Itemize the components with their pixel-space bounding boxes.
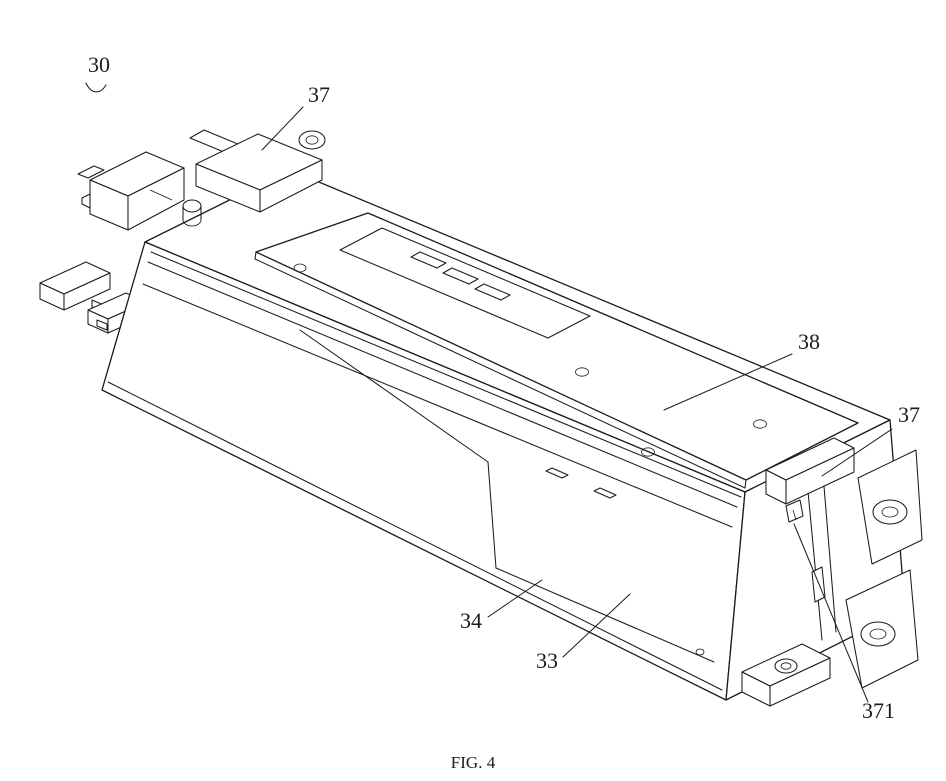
bolt-boss — [872, 499, 908, 525]
ref-label-30: 30 — [88, 52, 110, 77]
figure-caption: FIG. 4 — [451, 753, 496, 772]
ref-label-38: 38 — [798, 329, 820, 354]
ref-label-37-right: 37 — [898, 402, 920, 427]
leader-line-37-upper — [261, 106, 304, 151]
screw-hole — [641, 447, 655, 457]
right-clamp — [765, 437, 855, 505]
front-face-seams — [107, 251, 742, 691]
ref-label-37-upper: 37 — [308, 82, 330, 107]
left-end-cap — [77, 151, 202, 231]
cover-cutout — [339, 227, 591, 339]
leader-line-34 — [487, 579, 543, 618]
ref-label-34: 34 — [460, 608, 482, 633]
vent-slot — [545, 467, 569, 479]
ref-label-33: 33 — [536, 648, 558, 673]
screw-boss — [298, 130, 326, 150]
upper-left-clamp — [189, 129, 326, 213]
leader-line-37-right — [821, 428, 893, 477]
connector-slot — [410, 251, 447, 269]
bolt-boss — [860, 621, 896, 647]
connector-cylinder — [182, 199, 202, 213]
vent-slot — [593, 487, 617, 499]
leader-line-33 — [562, 593, 631, 658]
connector-slot — [442, 267, 479, 285]
right-end-bracket — [741, 449, 923, 707]
leader-line-38 — [663, 353, 793, 411]
ref-label-371: 371 — [862, 698, 895, 723]
cover-plate — [254, 212, 859, 499]
screw-hole — [753, 419, 767, 429]
overall-reference-squiggle — [85, 82, 107, 93]
latch-371 — [785, 499, 804, 523]
screw-hole — [293, 263, 307, 273]
screw-hole — [575, 367, 589, 377]
hex-bolt — [774, 658, 798, 674]
leader-line-371 — [793, 523, 869, 703]
connector-slot — [474, 283, 511, 301]
